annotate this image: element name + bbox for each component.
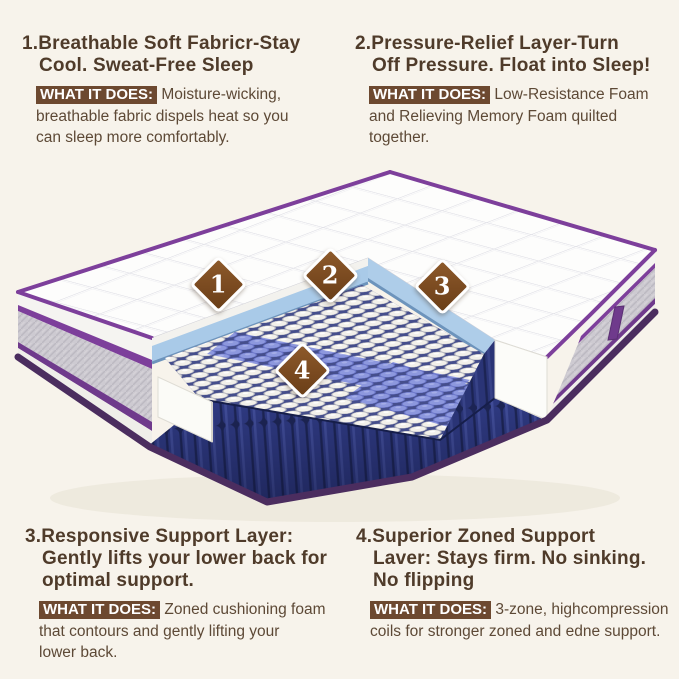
what-it-does-chip: WHAT IT DOES:	[36, 86, 158, 104]
desc-line: Low-Resistance Foam	[494, 86, 649, 103]
base-edge	[14, 308, 659, 506]
layer-callout-number: 4	[294, 355, 311, 385]
title-line: 3.Responsive Support Layer:	[25, 526, 294, 547]
feature-4: 4.Superior Zoned Support Laver: Stays fi…	[356, 526, 678, 642]
handle-strap	[607, 305, 625, 341]
desc-line: can sleep more comfortably.	[36, 129, 230, 146]
desc-line: that contours and gently lifting your	[39, 622, 280, 640]
feature-1: 1.Breathable Soft Fabricr-Stay Cool. Swe…	[22, 33, 350, 149]
what-it-does-chip: WHAT IT DOES:	[39, 601, 161, 619]
feature-4-description: WHAT IT DOES: 3-zone, highcompression co…	[370, 599, 678, 642]
title-line: Gently lifts your lower back for	[42, 548, 328, 569]
what-it-does-chip: WHAT IT DOES:	[370, 601, 492, 619]
feature-3: 3.Responsive Support Layer: Gently lifts…	[25, 526, 357, 664]
feature-2-description: WHAT IT DOES: Low-Resistance Foam and Re…	[369, 84, 677, 149]
feature-1-description: WHAT IT DOES: Moisture-wicking, breathab…	[36, 84, 350, 149]
layer-callout-number: 2	[322, 260, 339, 290]
desc-line: coils for stronger zoned and edne suppor…	[370, 622, 661, 640]
desc-line: lower back.	[39, 644, 118, 661]
title-line: Laver: Stays firm. No sinking.	[373, 548, 647, 569]
desc-line: 3-zone, highcompression	[495, 601, 669, 618]
purple-piping	[16, 170, 657, 359]
feature-4-title: 4.Superior Zoned Support Laver: Stays fi…	[356, 526, 678, 592]
feature-3-description: WHAT IT DOES: Zoned cushioning foam that…	[39, 599, 357, 664]
support-coil-block	[148, 340, 547, 503]
mattress-shadow	[50, 474, 620, 522]
desc-line: Moisture-wicking,	[161, 86, 282, 103]
feature-1-title: 1.Breathable Soft Fabricr-Stay Cool. Swe…	[22, 33, 350, 77]
desc-line: breathable fabric dispels heat so you	[36, 107, 289, 125]
coil-layer	[165, 285, 484, 440]
feature-3-title: 3.Responsive Support Layer: Gently lifts…	[25, 526, 357, 592]
feature-2-title: 2.Pressure-Relief Layer-Turn Off Pressur…	[355, 33, 677, 77]
title-line: Off Pressure. Float into Sleep!	[372, 55, 651, 76]
title-line: Cool. Sweat-Free Sleep	[39, 55, 254, 76]
title-line: 1.Breathable Soft Fabricr-Stay	[22, 33, 301, 54]
title-line: 4.Superior Zoned Support	[356, 526, 596, 547]
feature-2: 2.Pressure-Relief Layer-Turn Off Pressur…	[355, 33, 677, 149]
coil-zone-patch	[345, 362, 484, 428]
title-line: 2.Pressure-Relief Layer-Turn	[355, 33, 619, 54]
desc-line: Zoned cushioning foam	[164, 601, 326, 618]
cut-walls	[157, 339, 548, 443]
desc-line: and Relieving Memory Foam quilted	[369, 107, 618, 125]
title-line: optimal support.	[42, 570, 195, 591]
layer-callout-number: 1	[210, 269, 227, 299]
desc-line: together.	[369, 129, 430, 146]
layer-callout-number: 3	[434, 271, 451, 301]
what-it-does-chip: WHAT IT DOES:	[369, 86, 491, 104]
title-line: No flipping	[373, 570, 475, 591]
